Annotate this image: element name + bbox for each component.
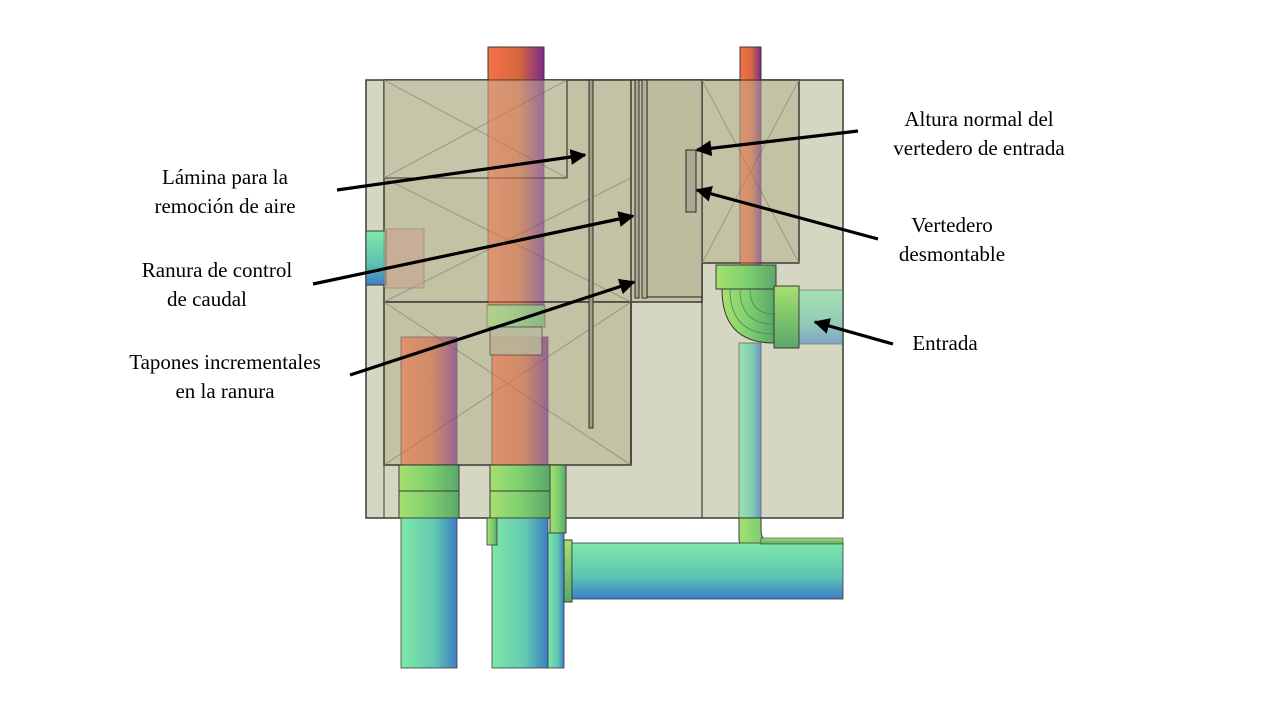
callout-arrows <box>312 129 894 377</box>
arrow-flow-slot <box>312 211 635 286</box>
label-removable-weir: Vertedero desmontable <box>898 213 1006 266</box>
riser-pipes <box>400 46 762 468</box>
inlet-pipe <box>798 289 844 345</box>
connector-middle <box>486 304 546 356</box>
label-inlet: Entrada <box>912 331 978 355</box>
riser-top-right <box>739 46 762 81</box>
arrow-slot-plugs <box>349 278 636 377</box>
outlet-pipe-1 <box>400 517 458 669</box>
arrow-air-sheet <box>336 149 587 192</box>
outlet-pipe-left <box>400 336 458 468</box>
arrow-removable-weir <box>695 186 879 241</box>
inlet-elbow <box>715 264 844 349</box>
outlet-pipes <box>400 517 565 669</box>
collector-pipe <box>563 537 844 603</box>
riser-top-left <box>487 46 545 81</box>
label-weir-normal-height: Altura normal del vertedero de entrada <box>893 107 1065 160</box>
down-pipe-right <box>738 342 762 524</box>
air-removal-sheet <box>588 79 594 429</box>
riser-right-body <box>739 79 762 271</box>
removable-weir <box>685 149 697 213</box>
side-stub <box>365 228 425 289</box>
outlet-pipe-mid <box>491 336 549 468</box>
riser-left-body <box>487 79 545 306</box>
flow-control-slot <box>634 79 648 299</box>
arrow-weir-height <box>695 129 859 157</box>
arrow-inlet <box>813 318 894 346</box>
outlet-pipe-2 <box>491 517 549 669</box>
label-air-removal-sheet: Lámina para la remoción de aire <box>154 165 296 218</box>
label-incremental-plugs: Tapones incrementales en la ranura <box>129 350 321 403</box>
label-flow-control-slot: Ranura de control de caudal <box>141 258 293 311</box>
bottom-collars <box>398 464 567 534</box>
outlet-pipe-3 <box>547 532 565 669</box>
